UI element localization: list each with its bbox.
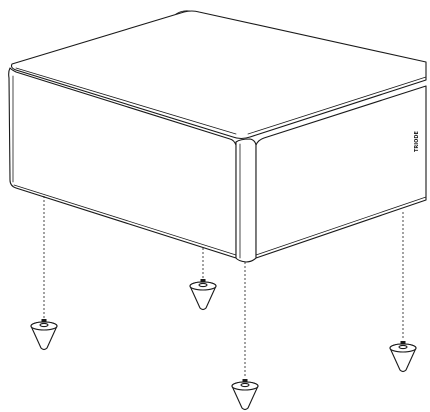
cone-foot-front-corner: [231, 379, 259, 411]
chassis-top-step: [175, 10, 191, 15]
chassis-top-face: [10, 10, 427, 140]
cone-foot-front-left: [30, 319, 58, 351]
chassis-corner-post: [235, 138, 257, 263]
brand-label: TRIODE: [414, 130, 420, 152]
chassis-side-face: [255, 85, 427, 259]
cone-foot-rear-right: [389, 341, 417, 373]
side-face-bottom-edge: [255, 196, 427, 256]
chassis-top-edge: [15, 67, 237, 135]
chassis-top-edge-right: [247, 76, 427, 135]
cone-foot-rear-left: [189, 279, 217, 311]
front-panel-bottom-edge: [13, 184, 237, 256]
chassis: TRIODE: [8, 10, 427, 263]
guide-lines: [43, 196, 404, 378]
